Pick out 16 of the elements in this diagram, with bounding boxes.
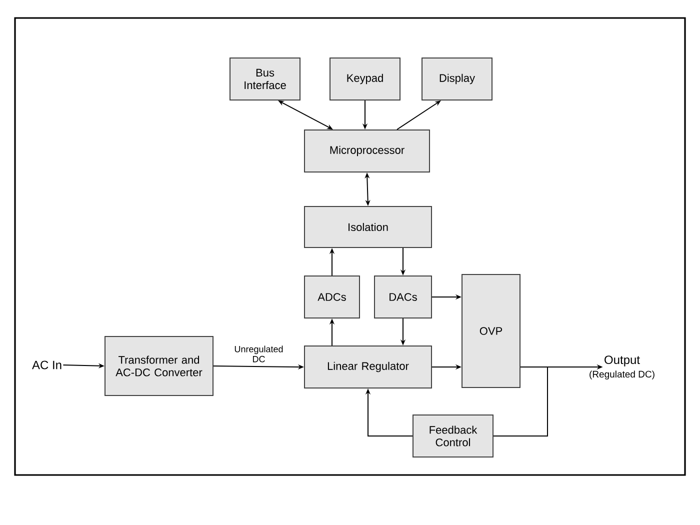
process-box: Bus Interface (230, 58, 300, 100)
process-box: Display (422, 58, 492, 100)
connector-line (493, 366, 548, 436)
process-box: DACs (374, 276, 432, 318)
input-label: AC In (32, 360, 62, 370)
process-box: Transformer and AC-DC Converter (104, 336, 214, 396)
edge-label: Unregulated DC (234, 346, 283, 362)
process-box: Isolation (304, 206, 432, 248)
process-box: OVP (462, 274, 520, 388)
process-box: Keypad (330, 58, 400, 100)
process-box: Microprocessor (304, 130, 430, 172)
process-box: ADCs (304, 276, 360, 318)
process-box: Feedback Control (412, 414, 494, 458)
process-box: Linear Regulator (304, 346, 432, 388)
output-label: Output (604, 356, 640, 366)
output-note: (Regulated DC) (590, 370, 654, 380)
